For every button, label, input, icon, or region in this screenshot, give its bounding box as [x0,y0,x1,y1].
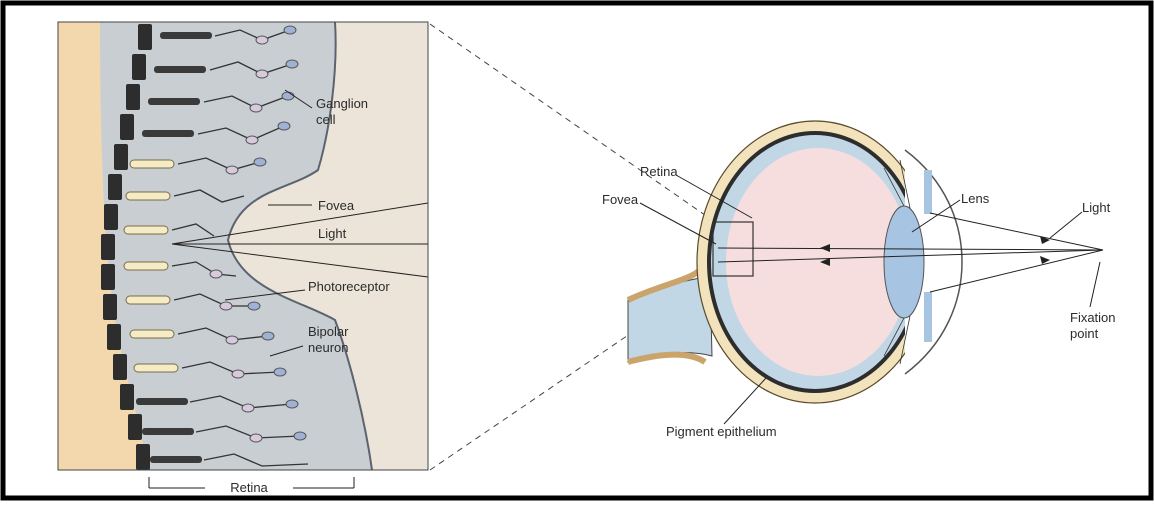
label-retina-bracket: Retina [230,480,268,495]
label-light-detail: Light [318,226,347,241]
retina-detail-panel: Ganglion cell Fovea Light Photoreceptor … [58,22,428,495]
label-light-eye: Light [1082,200,1111,215]
label-pigment-epithelium: Pigment epithelium [666,424,777,439]
label-fovea-detail: Fovea [318,198,355,213]
label-fixation-line1: Fixation [1070,310,1116,325]
iris-top [924,170,932,214]
lens [884,206,924,318]
label-ganglion-line2: cell [316,112,336,127]
iris-bottom [924,292,932,342]
label-retina-eye: Retina [640,164,678,179]
label-fovea-eye: Fovea [602,192,639,207]
label-lens: Lens [961,191,990,206]
label-ganglion-line1: Ganglion [316,96,368,111]
label-bipolar-line1: Bipolar [308,324,349,339]
label-fixation-line2: point [1070,326,1099,341]
label-bipolar-line2: neuron [308,340,348,355]
label-photoreceptor: Photoreceptor [308,279,390,294]
